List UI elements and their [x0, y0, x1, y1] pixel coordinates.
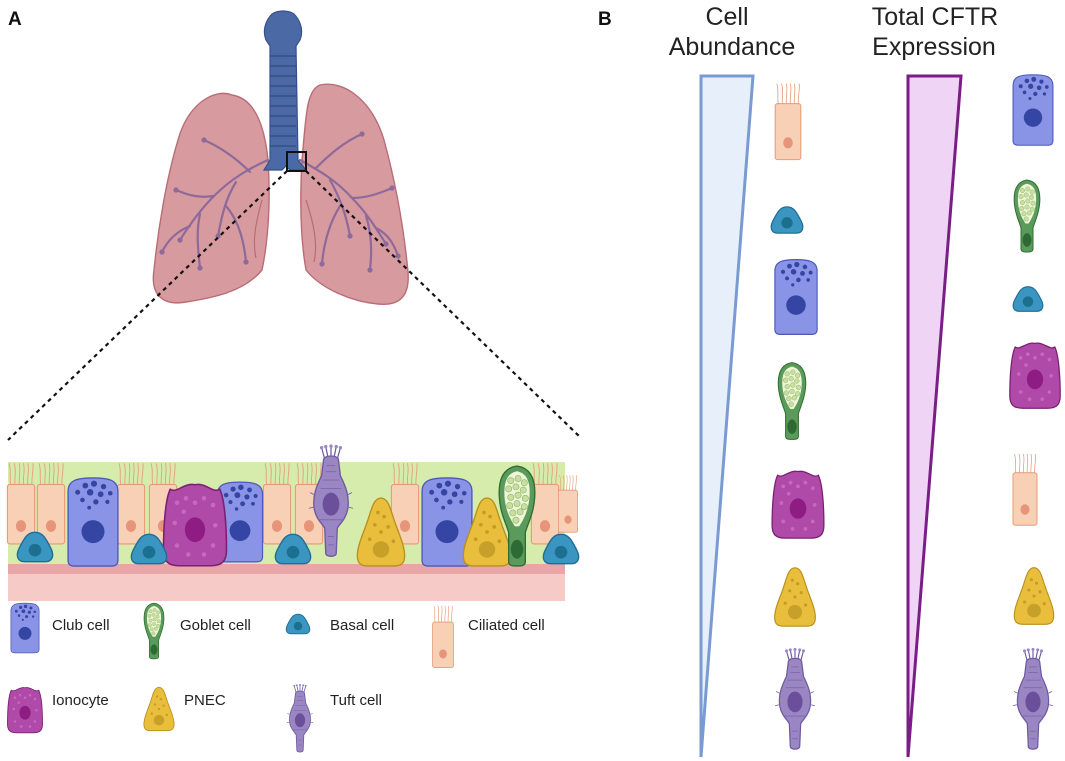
- zoom-box: [286, 151, 307, 172]
- cftr-ciliated-icon: [1012, 453, 1038, 526]
- cell-abundance-title-line1: Cell: [705, 3, 748, 31]
- ciliated-cell-icon: [432, 605, 454, 668]
- cftr-title-line1: Total CFTR: [872, 3, 998, 31]
- legend-item-ciliated: Ciliated cell: [432, 605, 545, 668]
- lungs-illustration: [152, 10, 409, 305]
- cftr-goblet-icon: [1013, 179, 1041, 253]
- cftr-wedge: [906, 74, 963, 758]
- ionocyte-icon: [7, 687, 43, 734]
- panel-b-label: B: [598, 9, 612, 30]
- abundance-ionocyte-icon: [771, 470, 825, 539]
- legend-item-tuft: Tuft cell: [286, 684, 382, 753]
- basal-cell-icon: [285, 613, 311, 635]
- cell-abundance-title-line2: Abundance: [669, 33, 796, 61]
- zoom-lines: [7, 170, 581, 441]
- legend-item-basal: Basal cell: [285, 613, 394, 635]
- legend-goblet-label: Goblet cell: [180, 617, 251, 634]
- tuft-cell-icon: [286, 684, 314, 753]
- goblet-cell-icon: [143, 602, 165, 660]
- legend-tuft-label: Tuft cell: [330, 692, 382, 709]
- cell-legend: Club cell Goblet cell Basal cell Ciliate…: [7, 602, 545, 753]
- legend-item-goblet: Goblet cell: [143, 602, 251, 660]
- legend-club-label: Club cell: [52, 617, 110, 634]
- cftr-pnec-icon: [1013, 567, 1055, 625]
- airway-epithelium: [6, 443, 580, 601]
- cftr-club-icon: [1012, 74, 1054, 146]
- pnec-icon: [143, 686, 175, 732]
- cftr-title-line2: Expression: [872, 33, 996, 61]
- club-cell-icon: [10, 602, 40, 654]
- abundance-ranking: [770, 82, 825, 750]
- legend-pnec-label: PNEC: [184, 692, 226, 709]
- abundance-goblet-icon: [777, 362, 807, 440]
- abundance-tuft-icon: [774, 648, 816, 750]
- legend-item-ionocyte: Ionocyte: [7, 687, 109, 734]
- legend-item-pnec: PNEC: [143, 686, 226, 732]
- abundance-ciliated-icon: [774, 82, 802, 161]
- cftr-ionocyte-icon: [1009, 342, 1061, 409]
- cftr-tuft-icon: [1012, 648, 1054, 750]
- cftr-basal-icon: [1012, 286, 1044, 312]
- legend-ciliated-label: Ciliated cell: [468, 617, 545, 634]
- cftr-ranking: [1009, 74, 1061, 750]
- panel-a-label: A: [8, 9, 22, 30]
- abundance-pnec-icon: [773, 567, 817, 627]
- legend-basal-label: Basal cell: [330, 617, 394, 634]
- abundance-wedge: [699, 74, 755, 758]
- abundance-basal-icon: [770, 206, 804, 234]
- legend-ionocyte-label: Ionocyte: [52, 692, 109, 709]
- legend-item-club: Club cell: [10, 602, 110, 654]
- abundance-club-icon: [774, 259, 818, 335]
